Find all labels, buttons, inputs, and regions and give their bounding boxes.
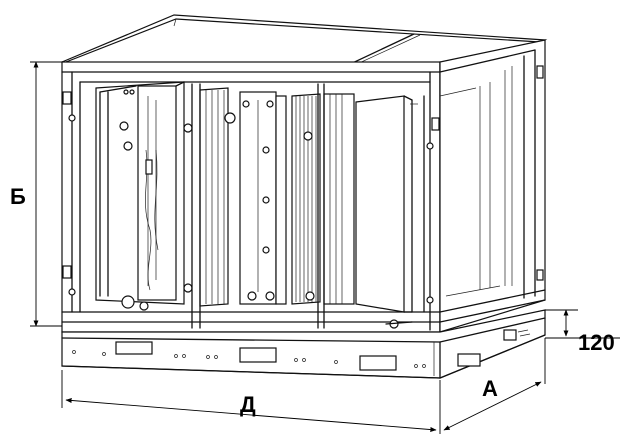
right-side-frame xyxy=(439,39,546,333)
dimension-length xyxy=(61,370,441,434)
height-label: Б xyxy=(10,184,26,209)
damper-section xyxy=(355,95,418,329)
width-label: А xyxy=(482,376,498,401)
dimension-height xyxy=(30,61,62,327)
filter-section xyxy=(291,93,355,305)
internal-components xyxy=(95,81,418,329)
cooler-coil-section xyxy=(199,87,287,307)
heater-coil-section xyxy=(95,81,193,311)
length-label: Д xyxy=(240,392,256,417)
base-height-label: 120 xyxy=(578,330,615,355)
dimension-width xyxy=(443,338,546,431)
dimension-base-height xyxy=(545,309,620,339)
base-frame xyxy=(61,309,546,379)
